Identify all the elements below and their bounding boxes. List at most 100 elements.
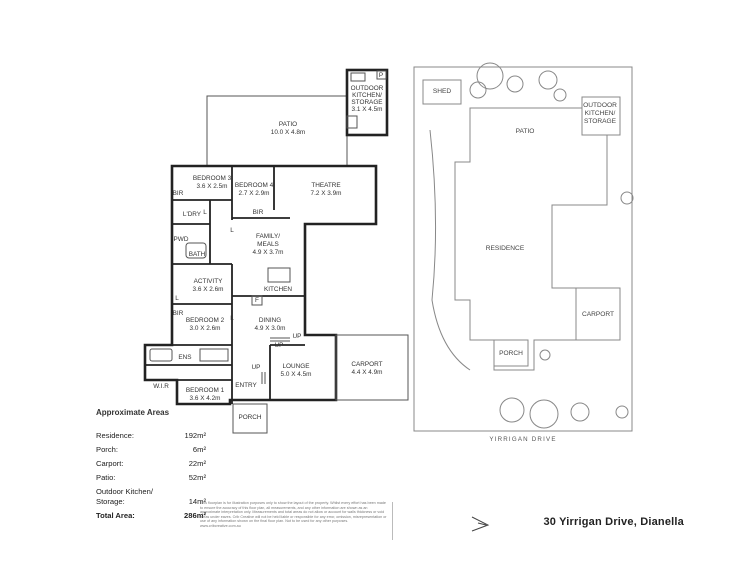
lounge-dims: 5.0 X 4.5m	[281, 371, 312, 378]
site-carport-outline	[576, 287, 621, 341]
carport-label: CARPORT	[351, 361, 382, 368]
up-label-kitchen: UP	[293, 333, 302, 340]
carport-dims: 4.4 X 4.9m	[352, 369, 383, 376]
linen-label-4: L	[203, 209, 207, 216]
up-label-entry: UP	[252, 364, 261, 371]
area-value: 286m²	[184, 511, 206, 520]
area-value: 192m²	[184, 431, 206, 440]
area-row-patio: Patio: 52m²	[96, 473, 206, 487]
bedroom2-label: BEDROOM 2	[186, 317, 225, 324]
outdoor-kitchen-label-1: OUTDOOR	[351, 85, 384, 92]
linen-label-3: L	[230, 227, 234, 234]
street-label: YIRRIGAN DRIVE	[489, 436, 556, 443]
area-label: Porch:	[96, 445, 118, 454]
site-residence-label: RESIDENCE	[486, 245, 525, 252]
site-residence-outline	[454, 107, 608, 371]
bir-label-bed4: BIR	[253, 209, 264, 216]
bath-label: BATH	[189, 251, 206, 258]
area-row-total: Total Area: 286m²	[96, 511, 206, 525]
theatre-dims: 7.2 X 3.9m	[311, 190, 342, 197]
linen-label-1: L	[175, 295, 179, 302]
area-value: 22m²	[188, 459, 206, 468]
area-row-porch: Porch: 6m²	[96, 445, 206, 459]
linen-label-2: L	[230, 315, 234, 322]
disclaimer-text: This floorplan is for illustration purpo…	[200, 501, 387, 528]
area-label: Residence:	[96, 431, 134, 440]
fridge-box	[251, 295, 263, 306]
bir-label-bed2: BIR	[173, 310, 184, 317]
appliance-p	[376, 70, 387, 80]
activity-dims: 3.6 X 2.6m	[193, 286, 224, 293]
site-plan: SHED OUTDOOR KITCHEN/ STORAGE PATIO RESI…	[413, 62, 634, 443]
ens-label: ENS	[178, 354, 191, 361]
outdoor-kitchen-label-2: KITCHEN/	[352, 92, 382, 99]
pwd-label: PWD	[174, 236, 189, 243]
outdoor-kitchen-appliance-label: P	[379, 72, 383, 79]
site-shed-label: SHED	[433, 88, 452, 95]
area-label: Total Area:	[96, 511, 135, 520]
floor-plan	[143, 68, 409, 434]
ok-door	[346, 115, 358, 129]
internal-walls	[145, 166, 305, 404]
shed-outline	[422, 79, 462, 105]
site-boundary	[413, 66, 633, 432]
bedroom4-label: BEDROOM 4	[235, 182, 274, 189]
area-label: Patio:	[96, 473, 116, 482]
room-labels: OUTDOOR KITCHEN/ STORAGE 3.1 X 4.5m PATI…	[153, 72, 384, 421]
bedroom2-dims: 3.0 X 2.6m	[190, 325, 221, 332]
site-patio-label: PATIO	[516, 128, 535, 135]
footer-divider	[392, 502, 393, 540]
patio-label: PATIO	[279, 121, 297, 128]
wir-label: W.I.R	[153, 383, 169, 390]
bir-label-bed3: BIR	[173, 190, 184, 197]
dining-label: DINING	[259, 317, 281, 324]
outdoor-kitchen-walls	[345, 68, 389, 137]
meals-label: MEALS	[257, 241, 279, 248]
entry-label: ENTRY	[235, 382, 257, 389]
areas-title: Approximate Areas	[96, 408, 170, 417]
approximate-areas: Approximate Areas Residence: 192m² Porch…	[96, 408, 206, 525]
area-row-residence: Residence: 192m²	[96, 431, 206, 445]
area-value: 52m²	[188, 473, 206, 482]
outdoor-kitchen-dims: 3.1 X 4.5m	[352, 106, 383, 113]
site-ok-label-3: STORAGE	[584, 118, 617, 125]
area-row-outdoor-kitchen: Outdoor Kitchen/ Storage: 14m²	[96, 487, 206, 511]
north-arrow-icon	[471, 516, 490, 532]
area-row-carport: Carport: 22m²	[96, 459, 206, 473]
ens-shower	[199, 348, 229, 362]
site-driveway-lines	[429, 129, 471, 371]
activity-label: ACTIVITY	[194, 278, 223, 285]
site-carport-label: CARPORT	[582, 311, 614, 318]
bedroom3-label: BEDROOM 3	[193, 175, 232, 182]
property-address: 30 Yirrigan Drive, Dianella	[543, 516, 684, 528]
lounge-label: LOUNGE	[283, 363, 310, 370]
area-label: Outdoor Kitchen/ Storage:	[96, 487, 153, 506]
kitchen-bench	[350, 72, 366, 82]
house-outer-walls	[143, 164, 378, 406]
site-porch-label: PORCH	[499, 350, 523, 357]
patio-dims: 10.0 X 4.8m	[271, 129, 305, 136]
site-ok-label-2: KITCHEN/	[585, 110, 616, 117]
bedroom3-dims: 3.6 X 2.5m	[197, 183, 228, 190]
trees	[469, 62, 634, 429]
family-label: FAMILY/	[256, 233, 280, 240]
area-value: 14m²	[188, 497, 206, 506]
site-ok-label-1: OUTDOOR	[583, 102, 617, 109]
porch-outline	[232, 403, 268, 434]
laundry-label: L'DRY	[183, 211, 202, 218]
kitchen-label: KITCHEN	[264, 286, 292, 293]
family-dims: 4.9 X 3.7m	[253, 249, 284, 256]
bedroom4-dims: 2.7 X 2.9m	[239, 190, 270, 197]
area-label: Carport:	[96, 459, 124, 468]
steps	[261, 337, 290, 384]
ens-vanity	[149, 348, 173, 362]
carport-outline	[335, 334, 409, 401]
porch-label: PORCH	[238, 414, 261, 421]
dining-dims: 4.9 X 3.0m	[255, 325, 286, 332]
fridge-label: F	[255, 297, 259, 304]
bedroom1-label: BEDROOM 1	[186, 387, 225, 394]
area-value: 6m²	[192, 445, 206, 454]
theatre-label: THEATRE	[311, 182, 340, 189]
up-label-dining: UP	[275, 342, 284, 349]
